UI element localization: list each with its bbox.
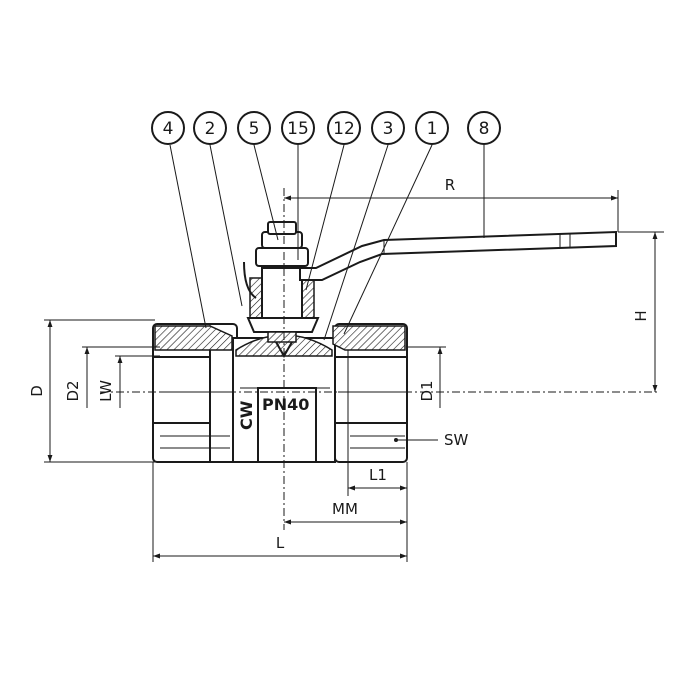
svg-text:5: 5 [249,119,260,139]
stem-assembly [243,221,320,359]
dimension-h: H [618,231,664,392]
dimension-mm: MM [284,500,407,525]
svg-text:3: 3 [383,119,394,139]
callout-leaders [169,144,485,341]
dimension-l1: L1 [347,462,408,562]
svg-text:SW: SW [444,431,469,449]
callout-12: 12 [327,111,361,145]
svg-text:D: D [28,385,46,397]
callout-8: 8 [467,111,501,145]
svg-text:2: 2 [205,119,216,139]
svg-text:8: 8 [479,119,490,139]
dimension-lw: LW [97,355,160,408]
callout-15: 15 [281,111,315,145]
valve-body [152,323,408,463]
svg-text:L1: L1 [369,466,387,484]
svg-text:12: 12 [333,119,355,139]
svg-text:1: 1 [427,119,438,139]
svg-text:MM: MM [332,500,358,518]
dimension-r: R [284,176,619,232]
callout-1: 1 [415,111,449,145]
svg-text:H: H [632,310,650,321]
callout-4: 4 [151,111,185,145]
cw-mark: CW [237,400,256,430]
callout-bubbles: 4 2 5 15 12 3 1 8 [151,111,501,145]
dimension-sw: SW [394,431,469,449]
pn-mark: PN40 [262,395,309,414]
svg-text:LW: LW [97,380,115,402]
dimension-d2: D2 [64,346,160,408]
svg-text:4: 4 [163,119,174,139]
dimension-d: D [28,319,155,463]
svg-text:D2: D2 [64,380,82,401]
thread-lines-right [350,435,405,449]
ball-section [235,334,333,357]
dimension-d1: D1 [407,346,446,408]
svg-text:15: 15 [287,119,309,139]
callout-5: 5 [237,111,271,145]
svg-text:R: R [445,176,455,194]
svg-text:D1: D1 [418,380,436,401]
callout-3: 3 [371,111,405,145]
lever-handle [299,230,617,281]
svg-text:L: L [276,534,285,552]
dimension-l: L [152,462,407,562]
callout-2: 2 [193,111,227,145]
